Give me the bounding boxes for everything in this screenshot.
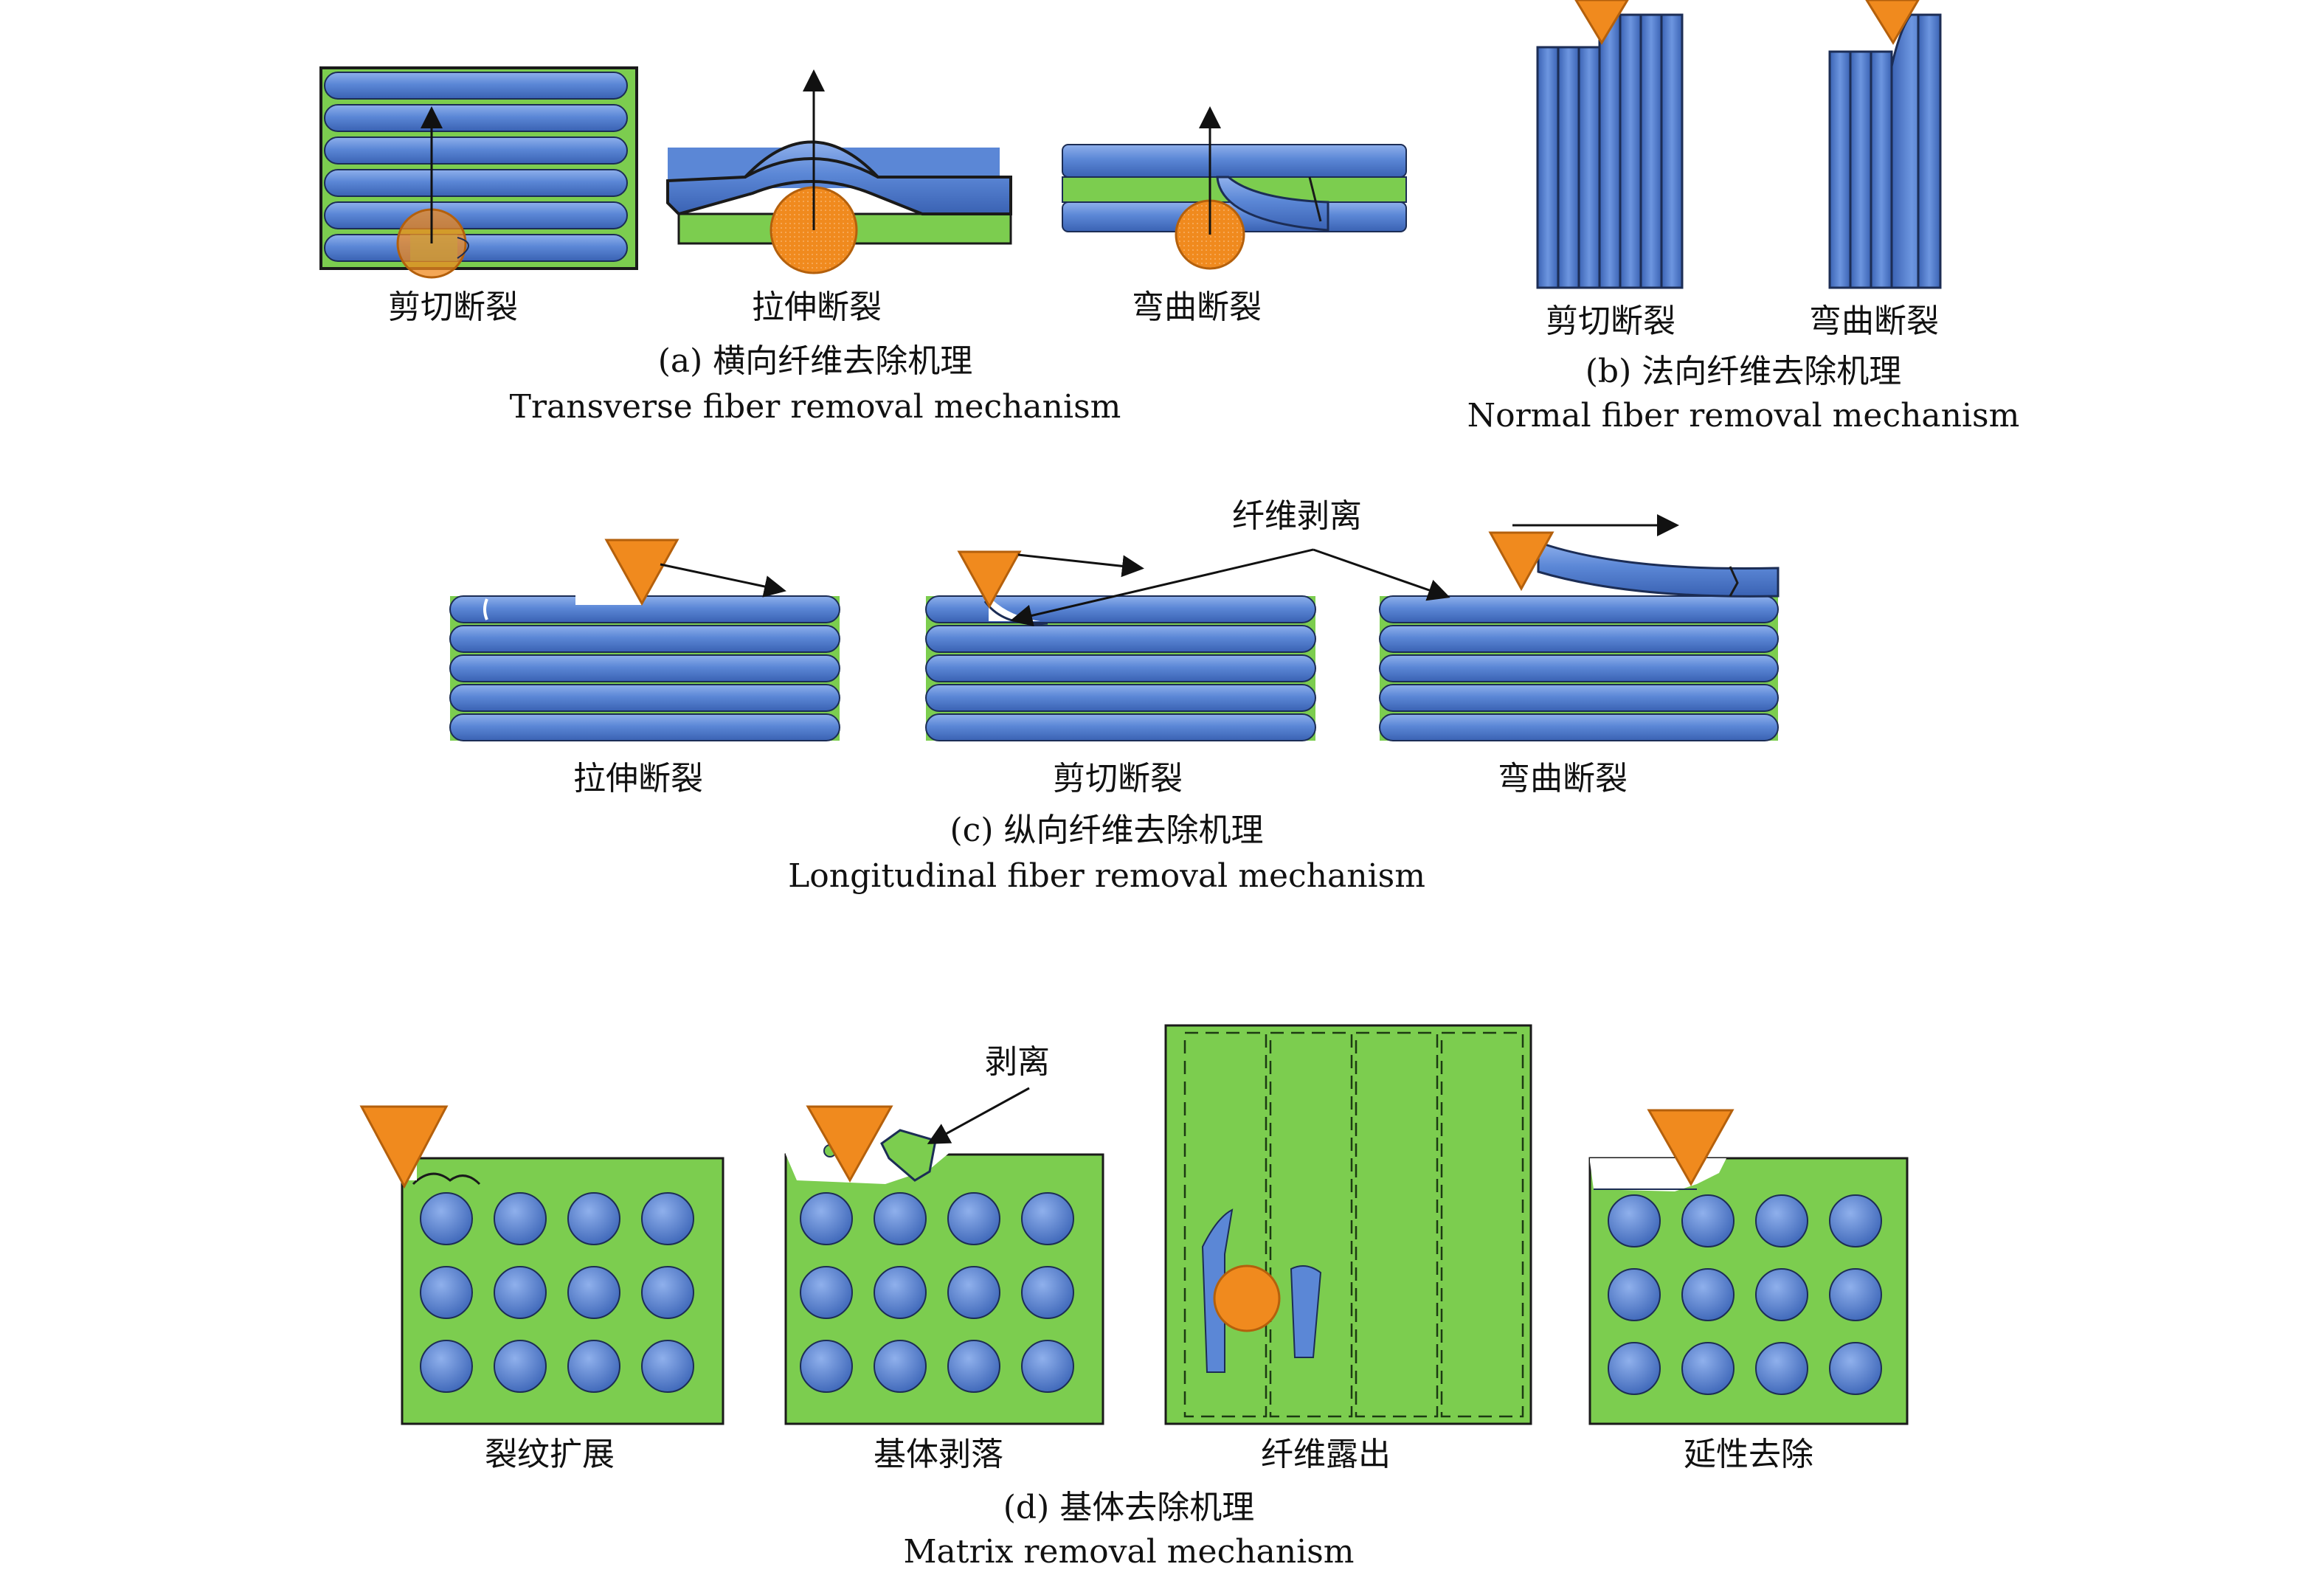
tool-circle bbox=[1213, 1264, 1281, 1332]
panel-a-tensile bbox=[666, 69, 1012, 274]
cutting-tool bbox=[957, 550, 1022, 609]
label-c-bending: 弯曲断裂 bbox=[1498, 760, 1628, 797]
cutting-tool bbox=[1865, 0, 1920, 45]
motion-arrow bbox=[1017, 553, 1144, 578]
caption-d-cn: (d) 基体去除机理 bbox=[1003, 1489, 1255, 1526]
panel-d-matrix-spalling bbox=[784, 1087, 1104, 1425]
label-c-tensile: 拉伸断裂 bbox=[573, 760, 703, 797]
cutting-tool bbox=[1574, 0, 1629, 45]
cutting-tool bbox=[806, 1105, 893, 1183]
panel-c-bending bbox=[1379, 514, 1780, 741]
annotation-fiber-peeling: 纤维剥离 bbox=[1232, 497, 1362, 535]
label-d-ductile: 延性去除 bbox=[1684, 1436, 1813, 1473]
label-a-shear: 剪切断裂 bbox=[388, 288, 518, 326]
label-a-bending: 弯曲断裂 bbox=[1132, 288, 1262, 326]
fiber-cross-sections bbox=[420, 1192, 694, 1393]
cutting-tool bbox=[1488, 531, 1554, 592]
cutting-tool bbox=[1647, 1109, 1735, 1187]
motion-arrow bbox=[660, 563, 786, 598]
panel-d-crack-propagation bbox=[359, 1105, 724, 1425]
caption-a-cn: (a) 横向纤维去除机理 bbox=[657, 342, 973, 380]
peel-arrow bbox=[927, 1087, 1030, 1144]
label-d-spalling: 基体剥落 bbox=[874, 1436, 1003, 1473]
panel-a-bending bbox=[1062, 106, 1407, 270]
label-b-shear: 剪切断裂 bbox=[1546, 302, 1675, 340]
caption-c-en: Longitudinal fiber removal mechanism bbox=[788, 857, 1425, 895]
cutting-tool bbox=[359, 1105, 449, 1189]
caption-b-en: Normal fiber removal mechanism bbox=[1467, 397, 2020, 435]
fiber-peeling-leaders bbox=[1010, 548, 1450, 627]
cutting-tool bbox=[604, 539, 679, 606]
panel-a-shear bbox=[319, 66, 638, 279]
panel-c-shear bbox=[925, 550, 1316, 741]
panel-d-fiber-exposure bbox=[1164, 1024, 1532, 1425]
label-d-exposure: 纤维露出 bbox=[1261, 1436, 1391, 1473]
fiber-cross-sections bbox=[800, 1192, 1074, 1393]
label-c-shear: 剪切断裂 bbox=[1053, 760, 1183, 797]
label-d-crack: 裂纹扩展 bbox=[485, 1436, 615, 1473]
panel-b-bending bbox=[1828, 0, 1942, 289]
panel-d-ductile-removal bbox=[1588, 1109, 1909, 1425]
caption-b-cn: (b) 法向纤维去除机理 bbox=[1585, 353, 1902, 390]
panel-b-shear bbox=[1536, 0, 1684, 289]
caption-c-cn: (c) 纵向纤维去除机理 bbox=[950, 812, 1264, 849]
fiber-cross-sections bbox=[1608, 1194, 1882, 1395]
label-a-tensile: 拉伸断裂 bbox=[752, 288, 882, 326]
caption-a-en: Transverse fiber removal mechanism bbox=[509, 388, 1121, 426]
panel-c-tensile bbox=[449, 539, 840, 741]
label-b-bending: 弯曲断裂 bbox=[1809, 302, 1939, 340]
caption-d-en: Matrix removal mechanism bbox=[903, 1533, 1355, 1571]
transverse-fiber-stack bbox=[324, 72, 628, 262]
annotation-peel: 剥离 bbox=[985, 1043, 1050, 1081]
